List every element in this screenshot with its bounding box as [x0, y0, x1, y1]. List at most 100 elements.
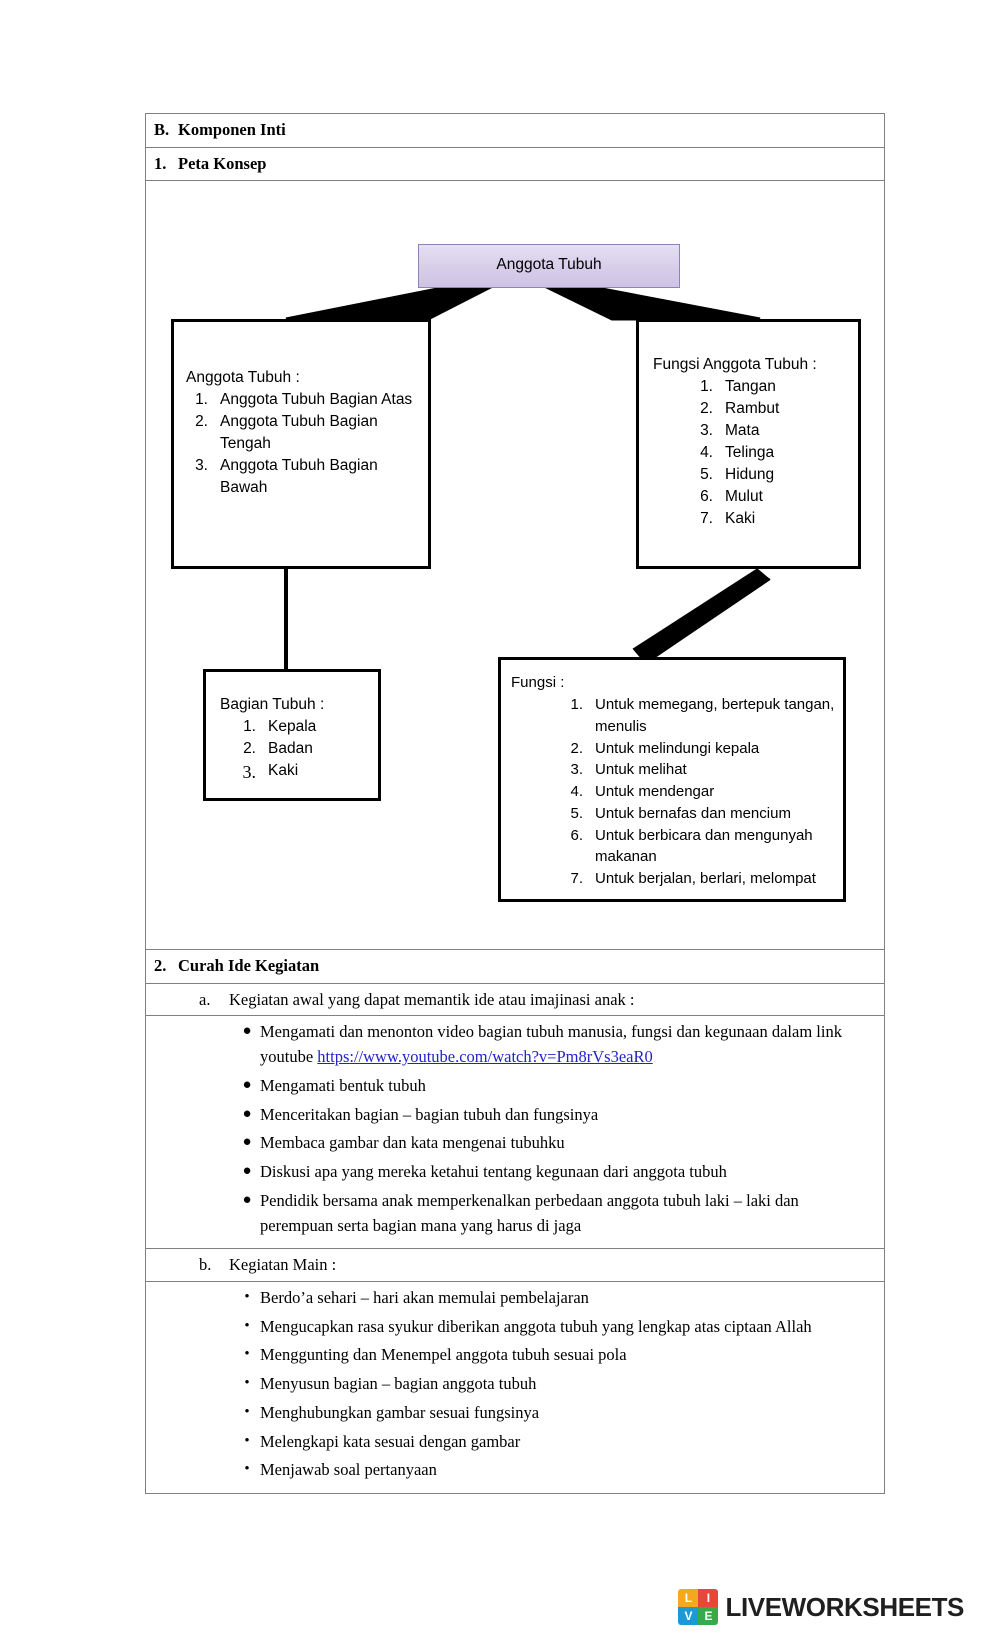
concept-node-fungsi-list: 1. Untuk memegang, bertepuk tangan, menul… — [511, 694, 837, 890]
list-item: ● Pendidik bersama anak memperkenalkan p… — [234, 1189, 876, 1239]
list-text: Menggunting dan Menempel anggota tubuh s… — [260, 1345, 627, 1365]
list-marker: 7. — [570, 870, 583, 887]
list-item: 7. Kaki — [691, 508, 852, 530]
list-text: Mengamati bentuk tubuh — [260, 1075, 426, 1095]
list-text: Untuk melindungi kepala — [595, 739, 760, 757]
list-item: ● Menceritakan bagian – bagian tubuh dan… — [234, 1103, 876, 1128]
bullet-icon: • — [244, 1317, 250, 1334]
list-item: 4.Telinga — [691, 442, 852, 464]
list-marker: 3. — [195, 457, 208, 475]
list-item: • Menyusun bagian – bagian anggota tubuh — [234, 1372, 876, 1397]
concept-map: Anggota Tubuh Anggota Tubuh : 1.Anggota … — [146, 181, 884, 949]
list-marker: 1. — [700, 378, 713, 396]
liveworksheets-logo-icon: L I V E — [678, 1589, 719, 1625]
kegiatan-main-list: • Berdo’a sehari – hari akan memulai pem… — [154, 1286, 876, 1483]
list-marker: 3. — [570, 761, 583, 779]
list-text: Anggota Tubuh Bagian Atas — [220, 391, 413, 409]
sub-a-letter: a. — [199, 989, 211, 1009]
list-text: Kaki — [725, 510, 756, 528]
bullet-icon: ● — [242, 1076, 252, 1093]
logo-letter-e: E — [698, 1607, 719, 1625]
list-item: • Menggunting dan Menempel anggota tubuh… — [234, 1343, 876, 1368]
logo-letter-v: V — [678, 1607, 699, 1625]
concept-node-anggota-tubuh-title: Anggota Tubuh : — [186, 369, 300, 387]
bullet-icon: • — [244, 1403, 250, 1420]
list-item: 1. Tangan — [691, 376, 852, 398]
liveworksheets-footer: L I V E LIVEWORKSHEETS — [678, 1589, 964, 1625]
bullet-icon: • — [244, 1461, 250, 1478]
list-item: • Melengkapi kata sesuai dengan gambar — [234, 1430, 876, 1455]
sub-b-letter: b. — [199, 1255, 212, 1275]
list-text: Mata — [725, 422, 760, 440]
curah-ide-row: 2.Curah Ide Kegiatan — [145, 949, 885, 984]
concept-node-bagian-tubuh-list: 1.Kepala 2.Badan 3.Kaki — [220, 716, 372, 786]
list-text: Melengkapi kata sesuai dengan gambar — [260, 1431, 521, 1451]
list-marker: 1. — [570, 696, 583, 713]
list-item: ● Mengamati dan menonton video bagian tu… — [234, 1020, 876, 1070]
youtube-link[interactable]: https://www.youtube.com/watch?v=Pm8rVs3e… — [317, 1047, 653, 1067]
list-item: 6.Mulut — [691, 486, 852, 508]
kegiatan-awal-list: ● Mengamati dan menonton video bagian tu… — [154, 1020, 876, 1238]
list-item: 1. Untuk memegang, bertepuk tangan, menul… — [561, 694, 837, 738]
concept-node-fungsi-title: Fungsi : — [511, 674, 565, 692]
list-text: Diskusi apa yang mereka ketahui tentang … — [260, 1162, 727, 1182]
list-text: Untuk bernafas dan mencium — [595, 804, 791, 822]
list-marker: 2. — [700, 400, 713, 418]
bullet-icon: ● — [242, 1163, 252, 1180]
list-item: 1.Anggota Tubuh Bagian Atas — [186, 389, 418, 411]
list-item: 2.Badan — [234, 738, 372, 760]
list-marker: 2. — [243, 740, 256, 758]
list-item: • Menjawab soal pertanyaan — [234, 1458, 876, 1483]
peta-konsep-number: 1. — [154, 153, 167, 173]
list-text: Tangan — [725, 378, 776, 396]
list-item: 5. Untuk bernafas dan mencium — [561, 803, 837, 825]
list-item: 3. Anggota Tubuh Bagian Bawah — [186, 455, 418, 499]
bullet-icon: ● — [242, 1023, 252, 1040]
list-text: Untuk mendengar — [595, 783, 715, 800]
list-text: Menyusun bagian – bagian anggota tubuh — [260, 1374, 537, 1393]
list-item: ● Membaca gambar dan kata mengenai tubuh… — [234, 1131, 876, 1156]
list-text: Rambut — [725, 400, 780, 418]
list-text: Mengucapkan rasa syukur diberikan anggot… — [260, 1316, 812, 1336]
list-text: Anggota Tubuh Bagian Bawah — [220, 457, 378, 497]
list-text: Untuk berbicara dan mengunyah makanan — [595, 826, 813, 866]
concept-map-row: Anggota Tubuh Anggota Tubuh : 1.Anggota … — [145, 180, 885, 951]
list-item: ● Mengamati bentuk tubuh — [234, 1074, 876, 1099]
bullet-icon: • — [244, 1288, 250, 1305]
list-marker: 5. — [570, 804, 583, 822]
list-text: Untuk berjalan, berlari, melompat — [595, 870, 816, 887]
concept-node-anggota-tubuh: Anggota Tubuh : 1.Anggota Tubuh Bagian A… — [171, 319, 431, 570]
list-marker: 1. — [243, 718, 256, 736]
list-text-part: Mengamati dan menonton video bagian tubu… — [260, 1022, 842, 1067]
concept-node-fungsi-anggota-tubuh-title: Fungsi Anggota Tubuh : — [653, 356, 817, 374]
list-marker: 4. — [700, 444, 713, 462]
list-marker: 2. — [570, 739, 583, 757]
list-item: 2.Anggota Tubuh Bagian Tengah — [186, 411, 418, 455]
section-b-letter: B. — [154, 120, 170, 139]
list-item: 7. Untuk berjalan, berlari, melompat — [561, 868, 837, 890]
list-marker: 6. — [700, 488, 713, 506]
list-item: 3.Kaki — [234, 760, 372, 786]
sub-a-list-row: ● Mengamati dan menonton video bagian tu… — [145, 1015, 885, 1250]
sub-a-list-cell: ● Mengamati dan menonton video bagian tu… — [145, 1015, 885, 1250]
concept-node-root-label: Anggota Tubuh — [496, 256, 602, 274]
list-item: 3. Untuk melihat — [561, 759, 837, 781]
list-text: Anggota Tubuh Bagian Tengah — [220, 413, 378, 453]
liveworksheets-wordmark: LIVEWORKSHEETS — [725, 1591, 964, 1622]
sub-a-row: a.Kegiatan awal yang dapat memantik ide … — [145, 982, 885, 1017]
concept-node-fungsi-anggota-tubuh-list: 1.Tangan 2.Rambut 3.Mata 4.Telinga 5.Hid… — [653, 376, 852, 530]
peta-konsep-title: Peta Konsep — [178, 153, 267, 173]
list-text: Hidung — [725, 466, 775, 484]
list-item: 6.Untuk berbicara dan mengunyah makanan — [561, 825, 837, 869]
sub-b-list-cell: • Berdo’a sehari – hari akan memulai pem… — [145, 1280, 885, 1495]
curah-ide-header: 2.Curah Ide Kegiatan — [145, 949, 885, 984]
list-marker: 7. — [700, 510, 713, 528]
list-text: Untuk melihat — [595, 761, 687, 779]
list-item: 3.Mata — [691, 420, 852, 442]
list-text: Mengamati dan menonton video bagian tubu… — [260, 1020, 876, 1070]
list-text: Menghubungkan gambar sesuai fungsinya — [260, 1402, 540, 1422]
list-text: Untuk memegang, bertepuk tangan, menulis — [595, 696, 835, 735]
logo-letter-l: L — [678, 1589, 699, 1607]
list-item: 2. Rambut — [691, 398, 852, 420]
